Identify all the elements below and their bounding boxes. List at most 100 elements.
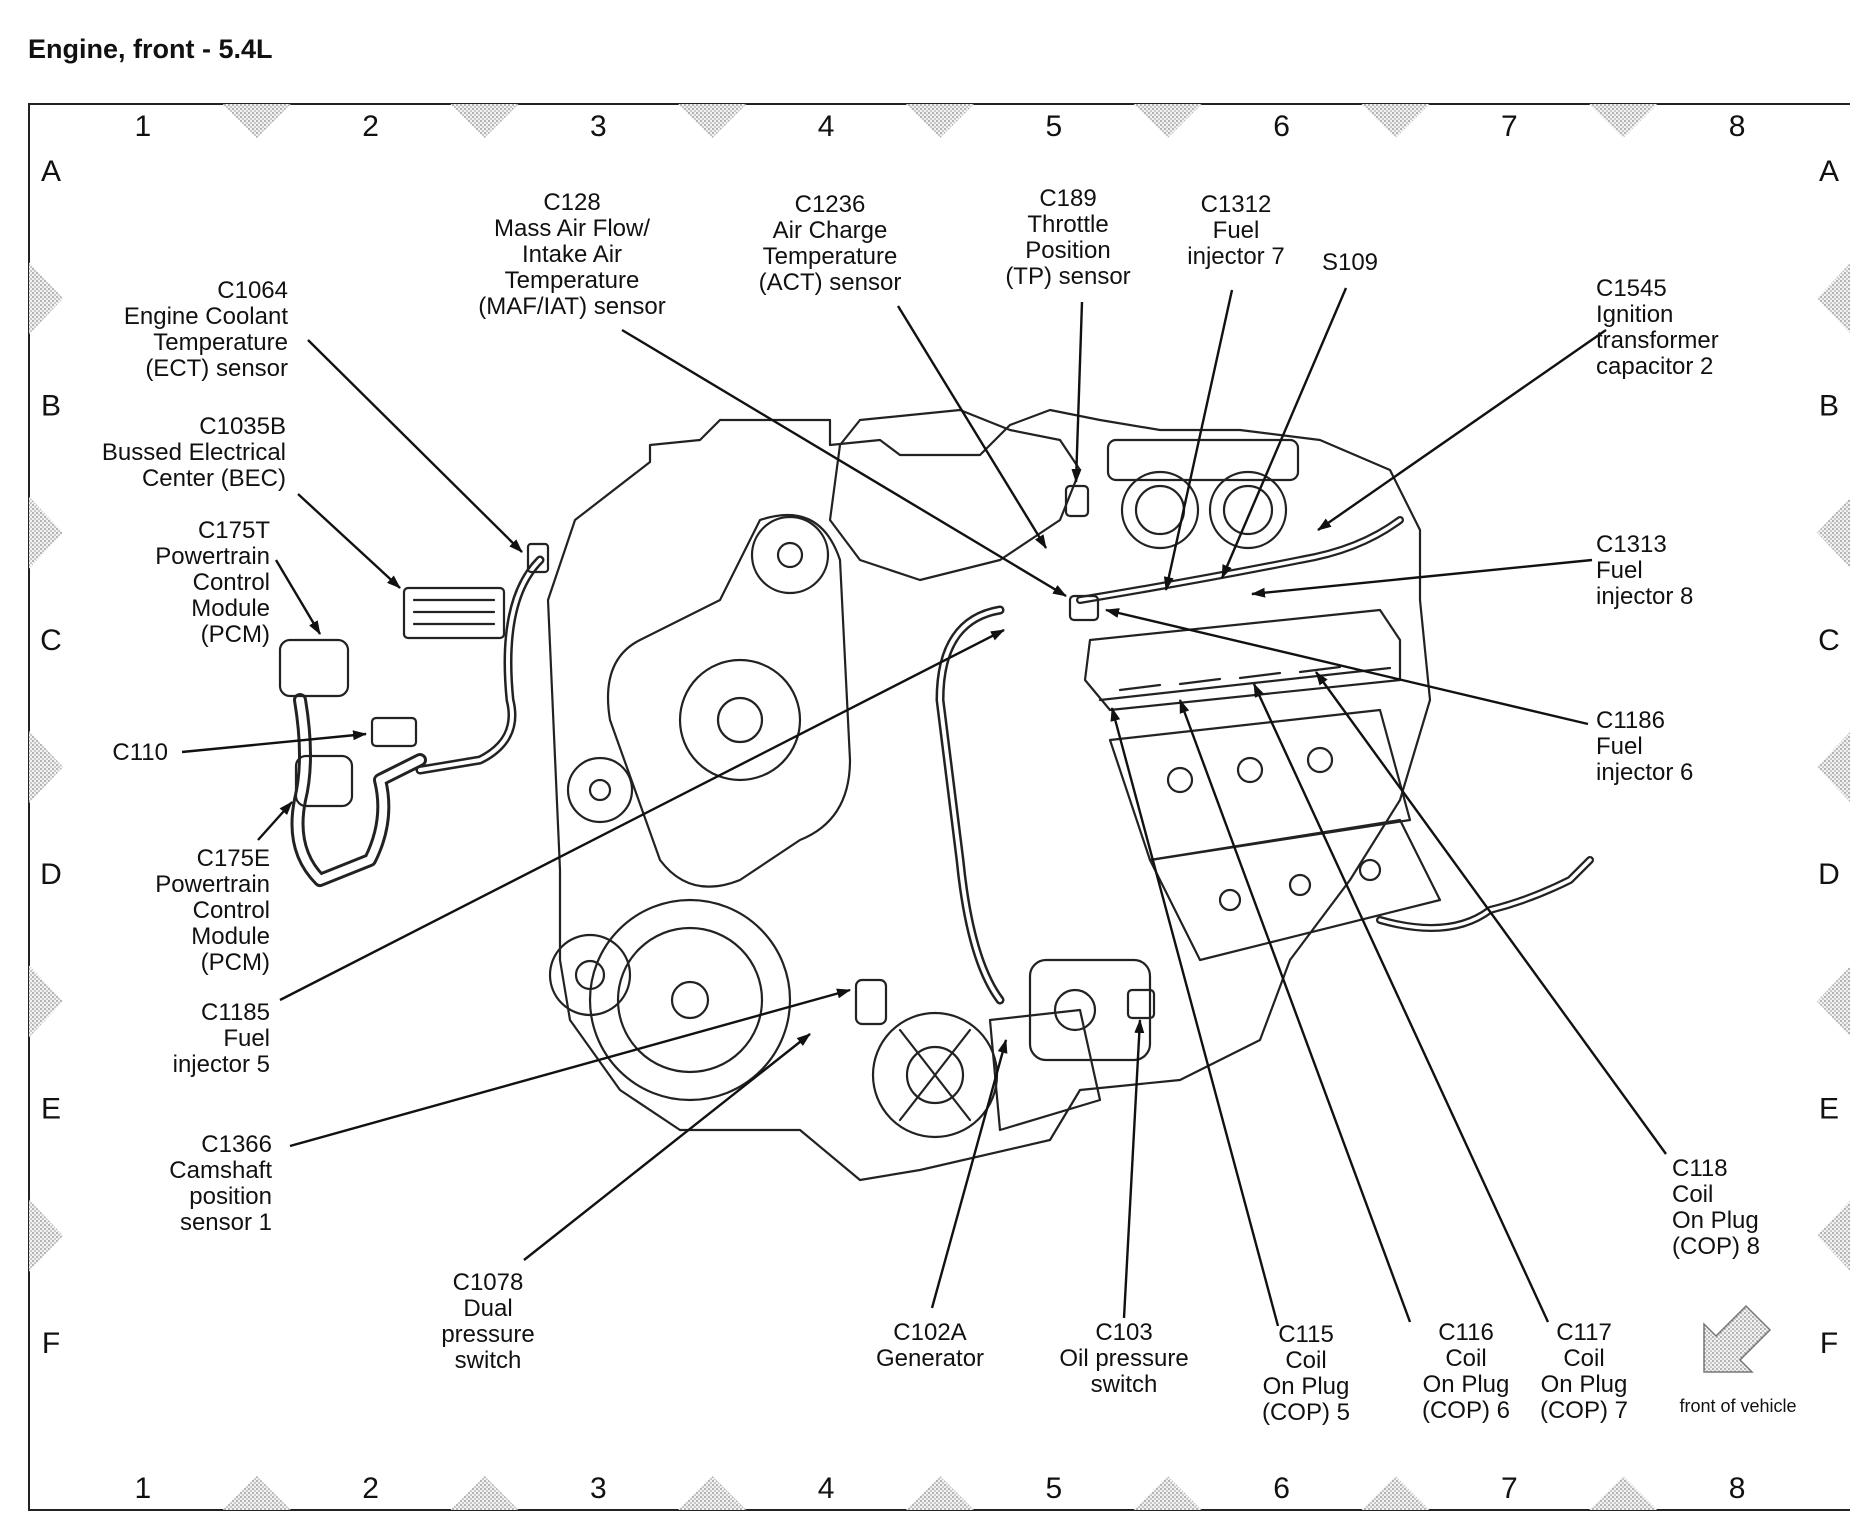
leader-c110 [181,730,367,754]
callout-line: C115 [1278,1321,1334,1348]
callout-line: (COP) 8 [1672,1233,1760,1260]
callout-line: C1078 [453,1269,524,1296]
callout-line: Fuel [223,1025,270,1052]
callout-line: C189 [1039,185,1096,212]
grid-col-label-top: 7 [1501,110,1518,143]
grid-marker-right [1817,1200,1850,1271]
leader-c115 [1110,707,1280,1327]
grid-row-label-right: E [1819,1093,1839,1126]
water-pump-pulley [678,658,802,782]
callout-c110: C110 [112,739,168,766]
callout-line: Control [193,897,270,924]
grid-marker-left [29,731,63,803]
callout-line: Dual [463,1295,512,1322]
callout-line: Powertrain [155,543,270,570]
grid-row-label-right: B [1819,390,1839,423]
callout-line: C1236 [795,191,866,218]
callout-line: Center (BEC) [142,465,286,492]
callout-line: (ECT) sensor [145,355,288,382]
leader-c1078 [523,1033,811,1261]
leader-c116 [1178,699,1412,1323]
grid-row-label-right: D [1818,858,1840,891]
leader-c1035b [297,493,401,589]
grid-marker-bottom [1361,1476,1430,1510]
leader-c1312 [1163,289,1234,591]
callout-line: C117 [1556,1319,1612,1346]
grid-row-label-left: C [40,624,62,657]
grid-marker-left [29,262,63,335]
callout-line: Oil pressure [1059,1345,1188,1372]
grid-col-label-bottom: 8 [1729,1472,1746,1505]
callout-line: Coil [1285,1347,1326,1374]
grid-col-label-bottom: 4 [818,1472,835,1505]
coil-row [1108,708,1412,862]
maf-connector [1068,594,1100,622]
callout-line: Position [1025,237,1110,264]
oil-pressure-connector [1126,988,1156,1020]
grid-marker-bottom [1133,1476,1202,1510]
throttle-body-2 [1208,470,1288,550]
callout-line: Engine Coolant [124,303,288,330]
grid-marker-right [1817,263,1850,334]
grid-col-label-top: 1 [135,110,152,143]
callout-line: Temperature [763,243,898,270]
leader-c103 [1122,1019,1145,1319]
leader-s109 [1220,287,1348,579]
grid-col-label-top: 8 [1729,110,1746,143]
callout-line: Module [191,595,270,622]
callout-line: C110 [112,739,168,766]
harness-left [415,555,545,775]
ac-compressor [1028,958,1152,1062]
callout-line: S109 [1322,249,1378,276]
leader-c1186 [1105,608,1589,726]
leader-c118 [1315,671,1667,1155]
callout-line: C116 [1438,1319,1494,1346]
leader-c117 [1252,683,1550,1323]
callout-line: C175E [197,845,270,872]
grid-marker-right [1817,966,1850,1037]
callout-line: C128 [543,189,600,216]
intake-manifold [828,408,1082,582]
exhaust-manifold [1148,818,1442,962]
callout-line: switch [455,1347,522,1374]
leader-c1545 [1317,329,1607,531]
callout-line: sensor 1 [180,1209,272,1236]
grid-col-label-bottom: 7 [1501,1472,1518,1505]
front-of-vehicle-label: front of vehicle [1679,1396,1796,1416]
callout-line: C175T [198,517,270,544]
callout-line: Throttle [1027,211,1108,238]
leader-lines [181,287,1667,1327]
grid-marker-right [1817,497,1850,568]
grid-col-label-top: 4 [818,110,835,143]
grid-marker-bottom [906,1476,974,1510]
leader-c1313 [1251,558,1593,598]
front-of-vehicle-indicator: front of vehicle [1679,1304,1797,1416]
callout-line: Control [193,569,270,596]
leader-c1064 [307,339,523,553]
callout-line: C1186 [1596,707,1665,734]
callout-line: C1312 [1201,191,1272,218]
grid-marker-top [1589,104,1658,138]
callout-line: (COP) 5 [1262,1399,1350,1426]
grid-marker-top [906,104,974,138]
callout-line: (PCM) [201,949,270,976]
callout-line: C1545 [1596,275,1667,302]
callout-line: C1185 [201,999,270,1026]
callout-line: C1064 [217,277,288,304]
callout-s109: S109 [1322,249,1378,276]
grid-row-label-left: D [40,858,62,891]
callout-line: (TP) sensor [1005,263,1130,290]
grid-marker-bottom [222,1476,291,1510]
callout-line: On Plug [1672,1207,1759,1234]
grid-col-label-bottom: 5 [1046,1472,1063,1505]
callout-line: (COP) 7 [1540,1397,1628,1424]
callout-line: On Plug [1263,1373,1350,1400]
